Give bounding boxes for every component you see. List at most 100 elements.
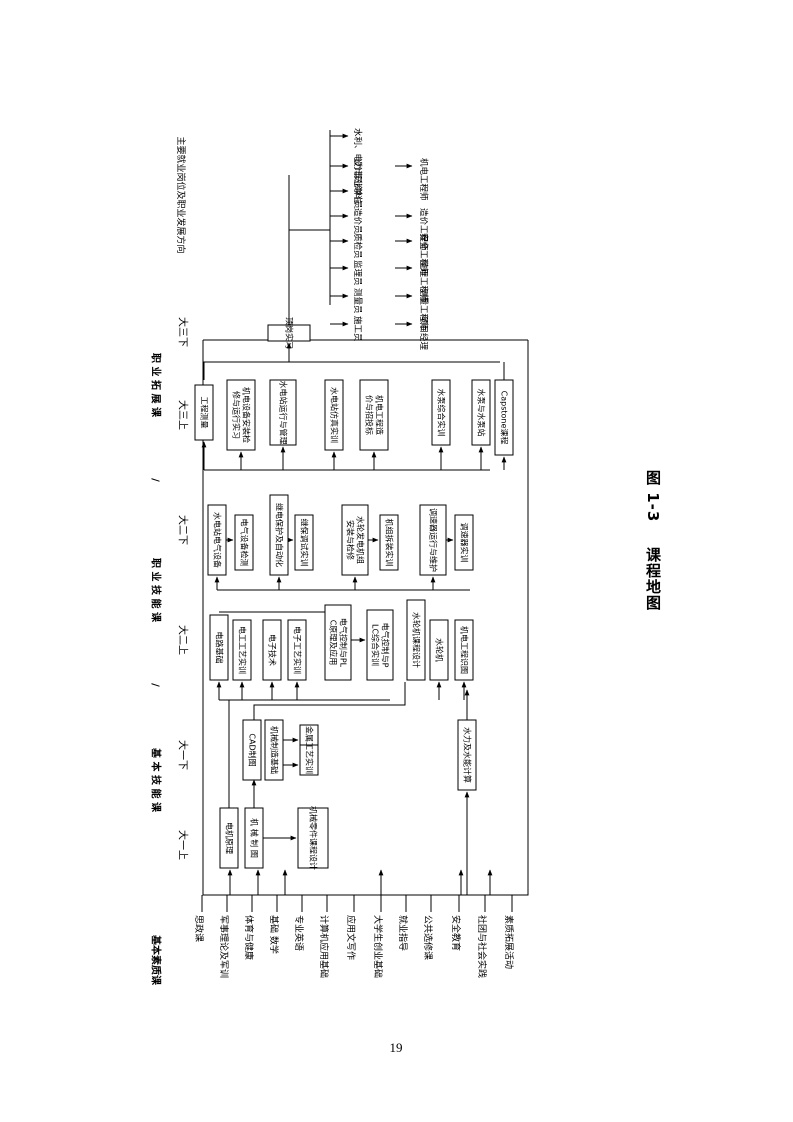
unit-assembly-box	[379, 514, 399, 571]
basic-course-label: 应用文写作	[345, 915, 357, 960]
capstone-label: Capstone课程	[500, 391, 509, 445]
job-label: 设计员	[352, 158, 363, 184]
semester-label: 大一上	[177, 830, 190, 860]
figure-caption-title: 课程地图	[644, 547, 662, 612]
basic-course-label: 大学生创业基础	[372, 915, 384, 978]
turbine-generator-label-cont: 安装与检修	[346, 520, 356, 560]
governor-operation-label: 调速器运行与维护	[429, 508, 439, 572]
hydro-equipment-box	[207, 504, 227, 576]
hydro-equipment-label: 水电站电气设备	[213, 512, 223, 568]
circuit-basics-box	[209, 614, 229, 681]
pump-practice-label: 水泵综合实训	[437, 389, 447, 437]
protection-debug-box	[294, 514, 314, 571]
job-label: 质检员	[352, 233, 363, 259]
job-label: 监理员	[352, 260, 363, 286]
relay-protection-label: 继电保护及自动化	[275, 503, 285, 567]
station-operation-box	[269, 379, 297, 446]
basic-course-label: 公共选修课	[422, 915, 434, 960]
category-label: /	[150, 683, 161, 687]
semester-label: 大三下	[177, 317, 190, 347]
equipment-maintenance-box	[226, 379, 256, 451]
electronics-practice-label: 电子工艺实训	[293, 626, 303, 674]
station-operation-label: 水电站运行与管理	[279, 381, 289, 445]
cad-practice-real-box	[299, 744, 319, 776]
electrician-practice-label: 电工工艺实训	[238, 626, 248, 674]
plc-practice-label-cont: LC综合实训	[371, 624, 381, 666]
page-number: 19	[389, 1040, 403, 1055]
electronics-label: 电子技术	[268, 634, 278, 666]
electronics-practice-box	[287, 619, 307, 681]
category-label: 职 业 技 能 课	[150, 558, 163, 623]
hydro-calc-label: 水力及水能计算	[463, 727, 473, 783]
plc-label: 电气控制与PL	[339, 618, 349, 668]
basic-course-label: 思政课	[193, 915, 205, 942]
semester-label: 大三上	[177, 400, 190, 430]
career-target-label: 机电工程师	[418, 158, 429, 201]
career-target-label: 安全工程师	[418, 233, 429, 276]
mech-drawing-box	[244, 807, 264, 869]
internship-label: 顶岗实习	[285, 317, 295, 349]
diagram-labels: 基本素质课思政课军事理论及军训体育与健康基础 数学专业英语计算机应用基础应用文写…	[150, 128, 516, 986]
unit-assembly-label: 机组拆装实训	[385, 519, 395, 567]
career-header: 主要就业岗位及职业发展方向	[175, 136, 187, 253]
hydro-calc-box	[457, 719, 477, 791]
plc-practice-box	[366, 609, 394, 681]
internship-box	[267, 324, 311, 342]
basic-course-label: 素质拓展活动	[503, 915, 515, 969]
mech-manufacturing-label: 机械制造基础	[270, 726, 280, 774]
plc-practice-label: 电气控制与P	[381, 623, 391, 668]
basic-course-label: 就业指导	[397, 915, 409, 951]
basic-quality-header: 基本素质课	[150, 934, 163, 986]
pump-station-label: 水泵与水泵站	[477, 389, 487, 437]
semester-label: 大一下	[177, 740, 190, 770]
equipment-maintenance-label: 机电设备安装检	[242, 387, 252, 443]
semester-label: 大二上	[177, 625, 190, 655]
cost-bidding-box	[359, 379, 389, 451]
career-target-label: 监理工程师	[418, 260, 429, 303]
pump-station-box	[471, 379, 491, 446]
pump-practice-box	[431, 379, 451, 446]
governor-operation-box	[419, 504, 447, 576]
turbine-generator-label: 水轮发电机组	[356, 516, 366, 564]
cad-drawing-label: CAD制图	[248, 733, 258, 766]
plc-label-cont: C原理及应用	[329, 620, 339, 666]
category-label: 职 业 拓 展 课	[150, 353, 163, 418]
basic-course-label: 社团与社会实践	[476, 915, 488, 978]
category-label: 基 本 技 能 课	[150, 747, 163, 813]
protection-debug-label: 继保调试实训	[300, 519, 310, 567]
course-boxes	[194, 324, 514, 869]
circuit-to-plc-line	[219, 605, 341, 613]
relay-protection-box	[269, 494, 289, 576]
turbine-label: 水轮机	[435, 638, 445, 662]
career-target-label: 测量工程师	[418, 288, 429, 331]
motor-principle-label: 电机原理	[225, 822, 235, 854]
job-label: 测量员	[352, 288, 362, 314]
capstone-box	[494, 379, 514, 456]
mech-manufacturing-box	[264, 719, 284, 781]
governor-practice-label: 调速器实训	[460, 523, 470, 563]
basic-course-label: 基础 数学	[268, 915, 280, 954]
me-drawing-label: 机电工程识图	[460, 626, 470, 674]
semester-label: 大二下	[177, 515, 190, 545]
turbine-design-label: 水轮机课程设计	[412, 612, 422, 668]
job-label: 水利、电力事业单位	[352, 128, 363, 205]
cad-to-year2-line	[253, 682, 406, 720]
cost-bidding-label-cont: 价与招投标	[365, 395, 375, 435]
electrical-testing-box	[234, 514, 254, 571]
metal-practice-label: 金属工艺实训	[305, 726, 315, 774]
mech-parts-design-label: 机械零件课程设计	[309, 806, 319, 870]
basic-course-label: 体育与健康	[243, 915, 255, 960]
basic-course-label: 安全教育	[450, 915, 462, 951]
mech-drawing-label: 机 械 制 图	[250, 818, 260, 858]
career-target-label: 项目经理	[418, 316, 429, 351]
cost-bidding-label: 机电工程造	[375, 395, 385, 435]
governor-practice-box	[454, 514, 474, 571]
job-label: 造价员	[352, 208, 363, 234]
me-drawing-box	[454, 619, 474, 681]
frame-line	[202, 340, 529, 896]
mech-parts-design-box	[297, 807, 329, 869]
equipment-maintenance-label-cont: 修与运行实习	[232, 391, 242, 439]
figure-caption-number: 图 1-3	[644, 470, 662, 523]
